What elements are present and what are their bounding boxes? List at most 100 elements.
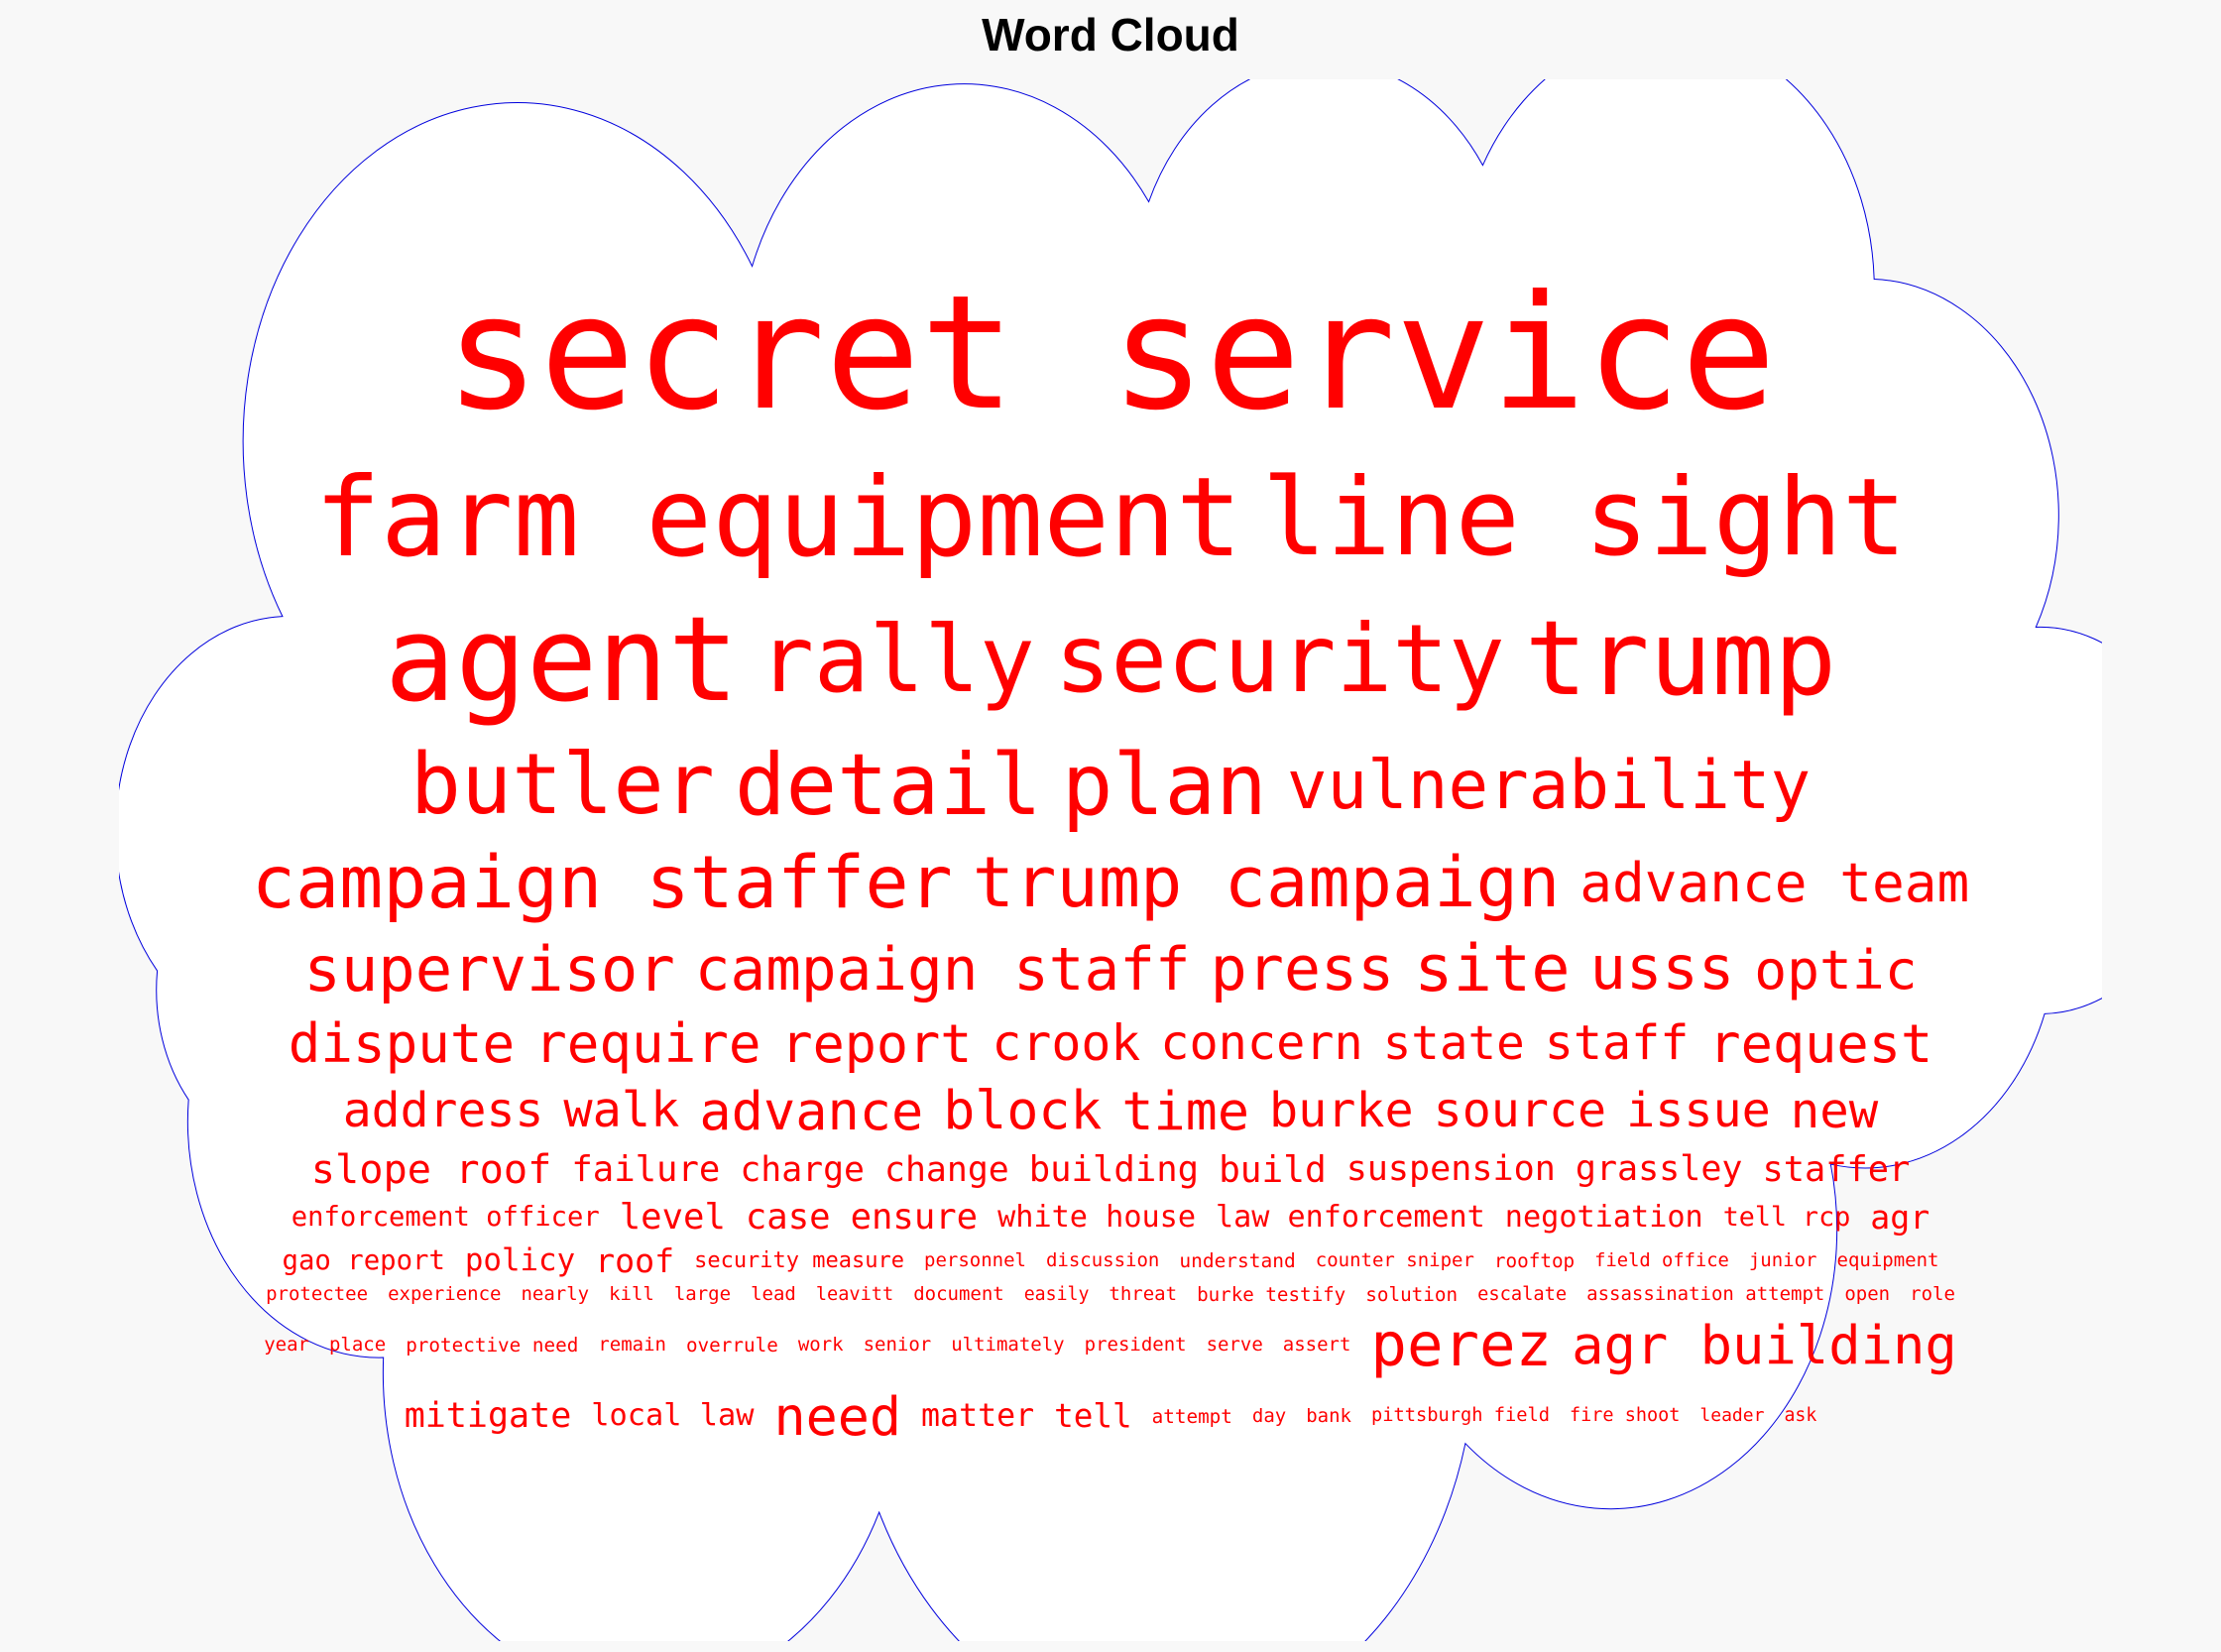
word-plan: plan: [1061, 735, 1267, 835]
word-roof: roof: [595, 1240, 675, 1280]
word-overrule: overrule: [685, 1334, 778, 1357]
cloud-outline: [119, 79, 2102, 1641]
word-burke-testify: burke testify: [1197, 1283, 1346, 1307]
word-experience: experience: [388, 1283, 502, 1306]
word-leavitt: leavitt: [815, 1283, 894, 1305]
word-enforcement-officer: enforcement officer: [291, 1202, 600, 1234]
word-role: role: [1910, 1283, 1955, 1306]
word-building: building: [1028, 1149, 1200, 1191]
word-tell-rcp: tell rcp: [1722, 1201, 1851, 1233]
word-staffer: staffer: [1762, 1149, 1911, 1191]
word-build: build: [1219, 1148, 1327, 1191]
word-remain: remain: [598, 1334, 666, 1357]
word-ultimately: ultimately: [951, 1334, 1065, 1357]
word-supervisor: supervisor: [303, 932, 675, 1005]
word-detail: detail: [734, 735, 1042, 835]
word-require: require: [534, 1011, 761, 1075]
word-time: time: [1121, 1079, 1249, 1142]
word-escalate: escalate: [1477, 1283, 1568, 1305]
word-understand: understand: [1179, 1249, 1296, 1273]
word-junior: junior: [1748, 1249, 1817, 1272]
word-serve: serve: [1206, 1334, 1263, 1357]
word-large: large: [673, 1283, 732, 1306]
word-fire-shoot: fire shoot: [1570, 1405, 1681, 1427]
word-farm-equipment: farm equipment: [314, 454, 1242, 583]
word-cloud-chart: [119, 79, 2102, 1641]
word-lead: lead: [751, 1283, 796, 1306]
word-staff: staff: [1544, 1015, 1690, 1072]
word-advance-team: advance team: [1579, 852, 1970, 915]
word-walk: walk: [563, 1082, 680, 1138]
word-campaign-staff: campaign staff: [694, 934, 1191, 1003]
word-report: report: [780, 1012, 973, 1076]
word-source: source: [1433, 1083, 1607, 1139]
word-slope-roof: slope roof: [310, 1146, 552, 1194]
word-assert: assert: [1282, 1334, 1351, 1357]
word-agent: agent: [384, 590, 740, 728]
word-document: document: [913, 1283, 1004, 1306]
word-security-measure: security measure: [694, 1247, 904, 1273]
word-concern: concern: [1160, 1015, 1363, 1072]
word-tell: tell: [1054, 1396, 1132, 1435]
word-equipment: equipment: [1836, 1249, 1939, 1272]
word-crook: crook: [992, 1014, 1141, 1073]
word-suspension: suspension: [1345, 1148, 1556, 1190]
word-state: state: [1382, 1015, 1525, 1071]
word-pittsburgh-field: pittsburgh field: [1371, 1404, 1551, 1426]
word-year: year: [264, 1334, 309, 1357]
word-security: security: [1054, 604, 1505, 714]
word-trump: trump: [1524, 598, 1837, 720]
word-mitigate: mitigate: [404, 1396, 572, 1437]
word-protectee: protectee: [266, 1283, 369, 1306]
word-block: block: [943, 1080, 1103, 1142]
word-press: press: [1210, 933, 1395, 1005]
word-agr-building: agr building: [1572, 1313, 1957, 1376]
word-charge: charge: [740, 1149, 866, 1190]
word-request: request: [1708, 1012, 1933, 1076]
word-vulnerability: vulnerability: [1286, 745, 1812, 824]
word-attempt: attempt: [1151, 1404, 1232, 1428]
word-optic: optic: [1754, 937, 1918, 1002]
word-law-enforcement: law enforcement: [1216, 1199, 1485, 1235]
word-level: level: [619, 1197, 726, 1239]
word-secret-service: secret service: [444, 261, 1777, 446]
word-usss: usss: [1589, 933, 1735, 1003]
chart-title: Word Cloud: [982, 9, 1239, 60]
word-ensure: ensure: [850, 1197, 979, 1239]
word-gao-report: gao report: [282, 1245, 445, 1277]
word-dispute: dispute: [288, 1011, 516, 1075]
word-president: president: [1084, 1334, 1187, 1357]
word-easily: easily: [1023, 1283, 1090, 1305]
word-threat: threat: [1109, 1283, 1178, 1306]
word-trump-campaign: trump campaign: [972, 842, 1561, 924]
word-perez: perez: [1370, 1310, 1553, 1380]
word-rally: rally: [759, 605, 1035, 713]
word-line-sight: line sight: [1261, 456, 1907, 581]
word-work: work: [797, 1334, 844, 1357]
word-day: day: [1251, 1404, 1287, 1427]
word-field-office: field office: [1594, 1249, 1729, 1271]
word-senior: senior: [863, 1334, 932, 1357]
word-place: place: [328, 1334, 387, 1357]
word-protective-need: protective need: [406, 1334, 579, 1357]
word-matter: matter: [921, 1398, 1035, 1435]
word-burke: burke: [1268, 1082, 1414, 1138]
word-policy: policy: [464, 1242, 576, 1279]
word-assassination-attempt: assassination attempt: [1586, 1283, 1825, 1306]
word-open: open: [1844, 1283, 1891, 1306]
word-negotiation: negotiation: [1504, 1199, 1703, 1235]
word-ask: ask: [1784, 1405, 1817, 1427]
word-rooftop: rooftop: [1493, 1249, 1576, 1273]
word-need: need: [773, 1384, 902, 1448]
word-campaign-staffer: campaign staffer: [251, 841, 953, 926]
word-personnel: personnel: [924, 1249, 1026, 1272]
word-address: address: [342, 1083, 544, 1139]
word-counter-sniper: counter sniper: [1315, 1249, 1474, 1272]
word-bank: bank: [1306, 1404, 1351, 1427]
word-failure: failure: [571, 1149, 721, 1191]
word-agr: agr: [1870, 1197, 1930, 1237]
word-nearly: nearly: [521, 1283, 590, 1306]
word-solution: solution: [1365, 1283, 1459, 1307]
word-kill: kill: [609, 1283, 654, 1306]
word-white-house: white house: [997, 1199, 1197, 1235]
